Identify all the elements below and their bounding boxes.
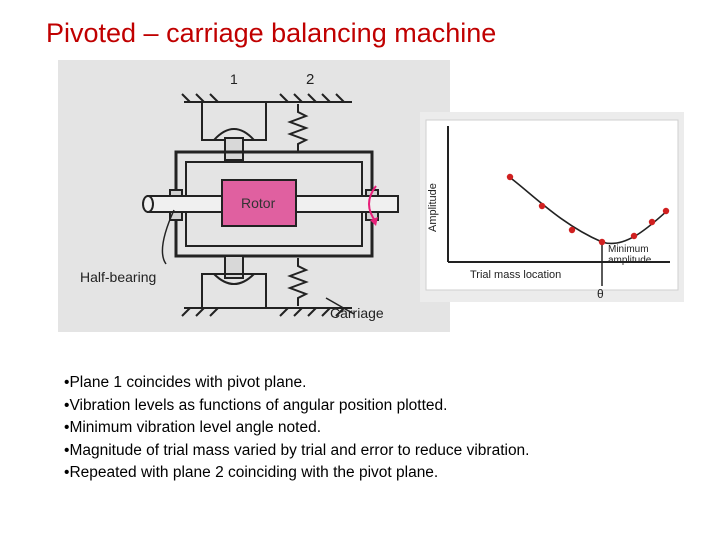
rotor-block [221, 179, 297, 227]
data-point-3 [568, 226, 576, 234]
data-point-7 [662, 207, 670, 215]
data-point-4 [598, 238, 606, 246]
carriage-schematic: 1 2 Rotor Half-bea [58, 60, 450, 332]
bottom-support [181, 273, 352, 317]
amplitude-graph: Amplitude Trial mass location Minimum am… [420, 112, 684, 302]
bullet-item: Vibration levels as functions of angular… [64, 395, 530, 418]
bullet-item: Minimum vibration level angle noted. [64, 417, 530, 440]
half-bearing-leader [161, 209, 175, 265]
plane-1-label: 1 [230, 71, 238, 87]
minimum-label-line-1: Minimum [608, 244, 649, 255]
top-pivot-link [224, 137, 244, 161]
data-point-6 [648, 218, 656, 226]
carriage-label: Carriage [330, 305, 384, 321]
carriage-leader [325, 297, 355, 315]
bullet-item: Plane 1 coincides with pivot plane. [64, 372, 530, 395]
rotation-arrow [368, 185, 378, 226]
bullet-item: Repeated with plane 2 coinciding with th… [64, 462, 530, 485]
half-bearing-label: Half-bearing [80, 269, 156, 285]
shaft-end-left [142, 195, 154, 213]
data-point-5 [630, 232, 638, 240]
rotor-label: Rotor [241, 195, 276, 211]
bullet-item: Magnitude of trial mass varied by trial … [64, 440, 529, 463]
top-spring [287, 104, 309, 152]
data-point-2 [538, 202, 546, 210]
y-axis-label: Amplitude [427, 183, 439, 232]
data-points [506, 173, 670, 246]
theta-label: θ [597, 287, 604, 301]
bullet-list: Plane 1 coincides with pivot plane. Vibr… [64, 372, 530, 485]
plane-2-label: 2 [306, 71, 314, 88]
x-axis-label: Trial mass location [470, 269, 561, 281]
bottom-spring [287, 258, 309, 306]
slide-title: Pivoted – carriage balancing machine [46, 18, 497, 48]
bottom-pivot-link [224, 255, 244, 279]
data-point-1 [506, 173, 514, 181]
minimum-label-line-2: amplitude [608, 255, 652, 266]
